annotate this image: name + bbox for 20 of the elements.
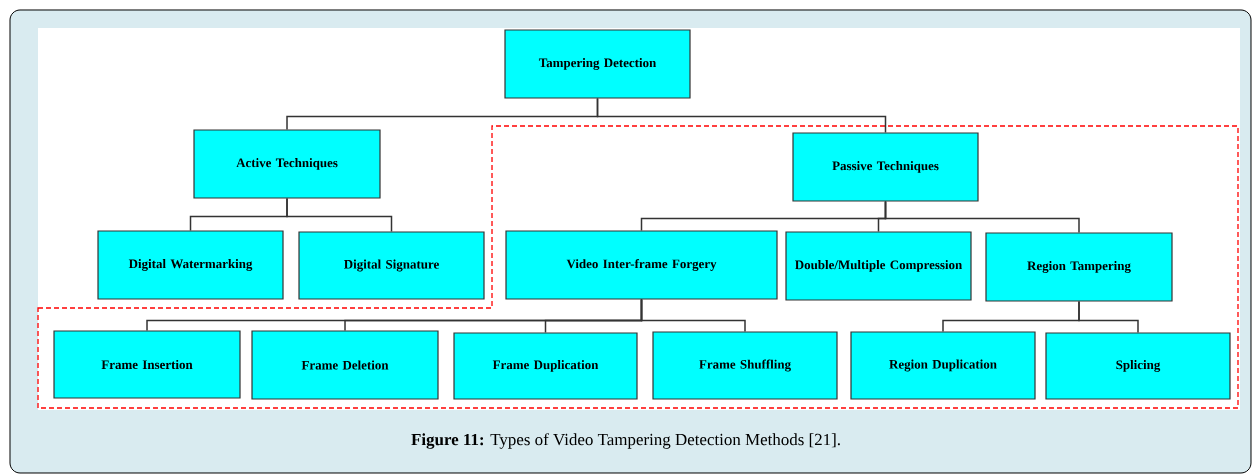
connector-line xyxy=(596,97,887,134)
process-box: Digital Signature xyxy=(298,231,485,300)
process-box: Passive Techniques xyxy=(792,132,979,202)
process-box: Frame Insertion xyxy=(53,330,241,399)
process-box: Region Tampering xyxy=(985,232,1173,302)
process-box: Double/Multiple Compression xyxy=(785,231,972,301)
process-box: Digital Watermarking xyxy=(97,230,284,300)
process-box: Active Techniques xyxy=(193,129,381,199)
process-box: Splicing xyxy=(1045,332,1231,400)
process-box: Frame Shuffling xyxy=(652,331,838,400)
process-box: Frame Deletion xyxy=(251,330,439,400)
figure-caption: Figure 11: Types of Video Tampering Detection Methods [21]. xyxy=(411,433,840,449)
process-box: Tampering Detection xyxy=(504,29,691,99)
connector-line xyxy=(1078,300,1139,334)
process-box: Region Duplication xyxy=(850,331,1036,400)
connector-line xyxy=(640,298,746,333)
process-box: Frame Duplication xyxy=(453,332,638,400)
connector-line xyxy=(884,200,1080,234)
connector-line xyxy=(286,197,393,233)
process-box: Video Inter-frame Forgery xyxy=(505,230,778,300)
